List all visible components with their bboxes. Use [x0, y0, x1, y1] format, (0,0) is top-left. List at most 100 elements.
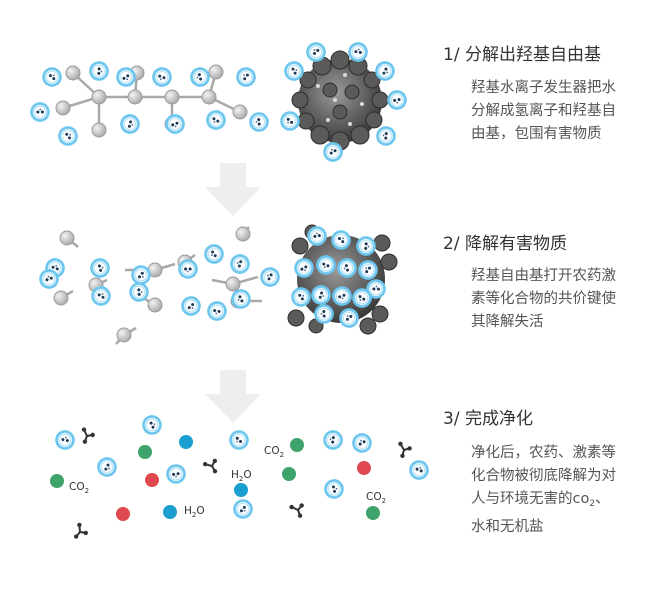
hydroxyl-radical-icon	[339, 308, 359, 328]
hydroxyl-radical-icon	[178, 259, 198, 279]
step-2-line: 素等化合物的共价键使	[471, 291, 616, 307]
hydroxyl-radical-icon	[358, 260, 378, 280]
mineral-salt-particle	[145, 473, 159, 487]
product-particles	[50, 435, 380, 521]
step-3-title: 3/ 完成净化	[443, 404, 533, 429]
co2-particle	[282, 467, 296, 481]
hydroxyl-radical-icon	[356, 236, 376, 256]
hydroxyl-radical-icon	[30, 102, 50, 122]
step-2-description: 羟基自由基打开农药激 素等化合物的共价键使 其降解失活	[471, 265, 616, 334]
hydroxyl-radical-icon	[307, 226, 327, 246]
hydroxyl-radical-icon	[284, 61, 304, 81]
small-molecule-icon	[289, 503, 304, 518]
hydroxyl-radical-icon	[166, 464, 186, 484]
hydroxyl-radical-icon	[204, 244, 224, 264]
step-1-number: 1/	[443, 45, 460, 65]
hydroxyl-radical-icon	[91, 286, 111, 306]
co2-particle	[290, 438, 304, 452]
small-molecule-icon	[73, 522, 88, 539]
hydroxyl-radical-icon	[152, 67, 172, 87]
hydroxyl-radical-icon	[323, 142, 343, 162]
step-2-heading: 降解有害物质	[464, 234, 567, 254]
step-3-description: 净化后，农药、激素等 化合物被彻底降解为对 人与环境无害的co2、 水和无机盐	[471, 442, 616, 539]
water-particle	[179, 435, 193, 449]
hydroxyl-radicals	[30, 42, 429, 519]
hydroxyl-radical-icon	[409, 460, 429, 480]
step-1-description: 羟基水离子发生器把水 分解成氢离子和羟基自 由基，包围有害物质	[471, 77, 616, 146]
hydroxyl-radical-icon	[236, 67, 256, 87]
hydroxyl-radical-icon	[89, 61, 109, 81]
hydroxyl-radical-icon	[337, 258, 357, 278]
hydroxyl-radical-icon	[387, 90, 407, 110]
hydroxyl-radical-icon	[116, 67, 136, 87]
co2-label: CO2	[69, 481, 89, 495]
mineral-salt-particle	[116, 507, 130, 521]
hydroxyl-radical-icon	[165, 114, 185, 134]
hydroxyl-radical-icon	[39, 269, 59, 289]
hydroxyl-radical-icon	[90, 258, 110, 278]
hydroxyl-radical-icon	[332, 286, 352, 306]
co2-label: CO2	[366, 491, 386, 505]
step-2-line: 其降解失活	[471, 314, 544, 330]
step-3-line: 水和无机盐	[471, 519, 544, 535]
down-arrow-1	[205, 163, 261, 216]
step-1-line: 由基，包围有害物质	[471, 126, 602, 142]
hydroxyl-radical-icon	[131, 265, 151, 285]
step-2-title: 2/ 降解有害物质	[443, 229, 567, 254]
hydroxyl-radical-icon	[323, 430, 343, 450]
hydroxyl-radical-icon	[294, 258, 314, 278]
hydroxyl-radical-icon	[231, 289, 251, 309]
hydroxyl-radical-icon	[142, 415, 162, 435]
step-1-title: 1/ 分解出羟基自由基	[443, 40, 601, 65]
hydroxyl-radical-icon	[314, 304, 334, 324]
hydroxyl-radical-icon	[181, 296, 201, 316]
step-3-number: 3/	[443, 409, 460, 429]
step-1-line: 羟基水离子发生器把水	[471, 80, 616, 96]
water-particle	[234, 483, 248, 497]
step-1-line: 分解成氢离子和羟基自	[471, 103, 616, 119]
h2o-label: H2O	[184, 505, 205, 519]
down-arrow-2	[205, 370, 261, 423]
water-particle	[163, 505, 177, 519]
hydroxyl-radical-icon	[348, 42, 368, 62]
hydroxyl-radical-icon	[311, 285, 331, 305]
hydroxyl-radical-icon	[97, 457, 117, 477]
small-molecules	[73, 427, 412, 539]
hydroxyl-radical-icon	[352, 433, 372, 453]
co2-particle	[50, 474, 64, 488]
hydroxyl-radical-icon	[249, 112, 269, 132]
small-molecule-icon	[81, 427, 95, 444]
molecule-atoms-1	[55, 64, 248, 138]
hydroxyl-radical-icon	[42, 67, 62, 87]
step-1-heading: 分解出羟基自由基	[464, 45, 601, 65]
hydroxyl-radical-icon	[291, 287, 311, 307]
hydroxyl-radical-icon	[331, 230, 351, 250]
hydroxyl-radical-icon	[129, 282, 149, 302]
hydroxyl-radical-icon	[190, 67, 210, 87]
hydroxyl-radical-icon	[375, 61, 395, 81]
product-labels: CO2 CO2 CO2 H2O H2O	[69, 445, 386, 519]
broken-molecule-atoms	[53, 226, 251, 343]
mineral-salt-particle	[357, 461, 371, 475]
hydroxyl-radical-icon	[229, 430, 249, 450]
small-molecule-icon	[398, 441, 412, 458]
hydroxyl-radical-icon	[207, 301, 227, 321]
hydroxyl-radical-icon	[233, 499, 253, 519]
hydroxyl-radical-icon	[206, 110, 226, 130]
co2-particle	[366, 506, 380, 520]
hydroxyl-radical-icon	[55, 430, 75, 450]
hydroxyl-radical-icon	[352, 288, 372, 308]
hydroxyl-radical-icon	[120, 114, 140, 134]
step-2-line: 羟基自由基打开农药激	[471, 268, 616, 284]
hydroxyl-radical-icon	[230, 254, 250, 274]
hydroxyl-radical-icon	[58, 126, 78, 146]
step-2-number: 2/	[443, 234, 460, 254]
pollutant-cluster-1	[291, 50, 389, 151]
hydroxyl-radical-icon	[306, 42, 326, 62]
hydroxyl-radical-icon	[316, 255, 336, 275]
step-3-line: 化合物被彻底降解为对	[471, 468, 616, 484]
step-3-line: 人与环境无害的co2、	[471, 491, 610, 509]
co2-particle	[138, 445, 152, 459]
hydroxyl-radical-icon	[324, 479, 344, 499]
step-3-line: 净化后，农药、激素等	[471, 445, 616, 461]
